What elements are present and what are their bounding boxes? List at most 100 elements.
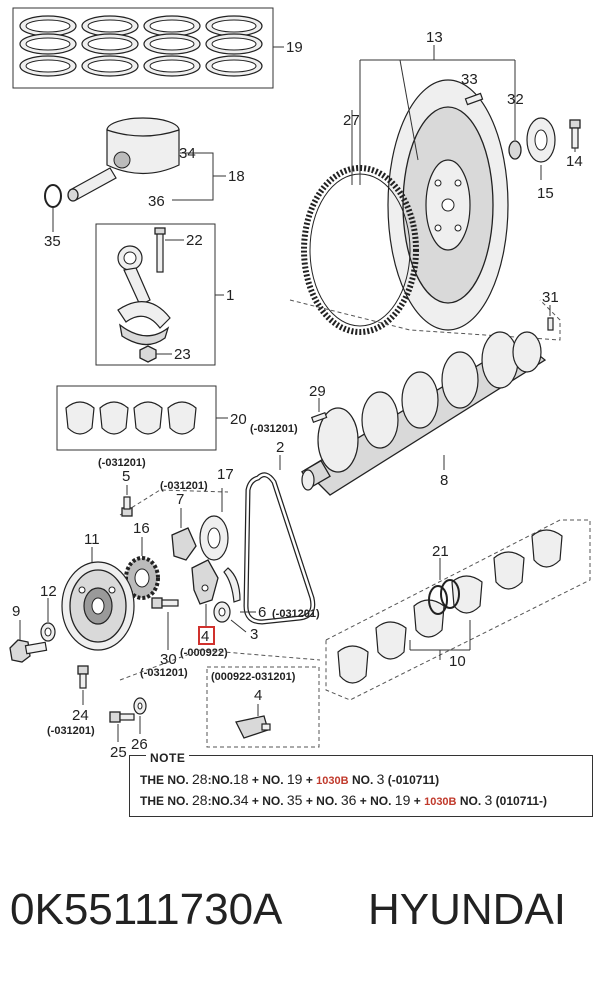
note2-n1: 28 <box>192 792 208 808</box>
callout-33: 33 <box>461 71 478 88</box>
callout-14: 14 <box>566 153 583 170</box>
note-title: NOTE <box>146 751 190 765</box>
note2-p4: + <box>413 794 421 808</box>
callout-6: 6 <box>258 604 266 621</box>
connecting-rod[interactable] <box>117 245 171 346</box>
variant-box <box>206 666 320 748</box>
date-031201-5: (-031201) <box>98 457 146 469</box>
callout-23: 23 <box>174 346 191 363</box>
callout-29: 29 <box>309 383 326 400</box>
callout-7: 7 <box>176 491 184 508</box>
flywheel-plate[interactable] <box>526 117 556 163</box>
note2-p3: + NO. <box>359 794 392 808</box>
flywheel-assembly[interactable] <box>387 79 509 331</box>
callout-12: 12 <box>40 583 57 600</box>
callout-24: 24 <box>72 707 89 724</box>
note2-p2: + NO. <box>305 794 338 808</box>
rod-nut[interactable] <box>139 345 157 363</box>
cover-bolt-25[interactable] <box>109 711 135 723</box>
flywheel-bolt[interactable] <box>569 119 581 149</box>
brand-name: HYUNDAI <box>368 885 567 934</box>
snap-ring[interactable] <box>44 184 62 208</box>
rod-bearing-set[interactable] <box>56 385 228 451</box>
date-000922: (-000922) <box>180 647 228 659</box>
pilot-bearing[interactable] <box>508 140 522 160</box>
note2-p1: + NO. <box>251 794 284 808</box>
main-bearing-set[interactable] <box>337 529 563 684</box>
callout-13: 13 <box>426 29 443 46</box>
date-031201-7: (-031201) <box>160 480 208 492</box>
note1-n3: 19 <box>286 771 303 787</box>
callout-1: 1 <box>226 287 234 304</box>
callout-17: 17 <box>217 466 234 483</box>
note2-n5: 19 <box>394 792 411 808</box>
callout-16: 16 <box>133 520 150 537</box>
note2-n6: 3 <box>484 792 493 808</box>
highlight-callout-4 <box>198 626 215 645</box>
callout-2: 2 <box>276 439 284 456</box>
callout-34: 34 <box>179 145 196 162</box>
callout-35: 35 <box>44 233 61 250</box>
callout-5: 5 <box>122 468 130 485</box>
callout-32: 32 <box>507 91 524 108</box>
callout-27: 27 <box>343 112 360 129</box>
crankshaft[interactable] <box>301 331 547 496</box>
rod-bolt[interactable] <box>154 227 166 273</box>
crank-key[interactable] <box>310 411 328 423</box>
crank-bolt[interactable] <box>9 639 48 663</box>
tensioner-bolt[interactable] <box>121 496 133 517</box>
tensioner-pulley[interactable] <box>213 601 231 623</box>
callout-20: 20 <box>230 411 247 428</box>
callout-4b: 4 <box>254 687 262 704</box>
callout-8: 8 <box>440 472 448 489</box>
piston-pin[interactable] <box>67 167 117 202</box>
callout-15: 15 <box>537 185 554 202</box>
sprocket-bolt[interactable] <box>151 597 179 609</box>
tensioner-bracket[interactable] <box>171 527 197 561</box>
callout-22: 22 <box>186 232 203 249</box>
note2-n3: 35 <box>286 792 303 808</box>
note2-code: 1030B <box>424 796 457 808</box>
note1-c1: :NO. <box>207 773 233 787</box>
callout-31: 31 <box>542 289 559 306</box>
piston-ring-set[interactable] <box>12 7 284 89</box>
timing-belt[interactable] <box>243 472 316 625</box>
callout-18: 18 <box>228 168 245 185</box>
cover-bolt-24[interactable] <box>77 665 89 689</box>
crankshaft-damper-pulley[interactable] <box>61 561 135 651</box>
note-line-2: THE NO. 28:NO.34 + NO. 35 + NO. 36 + NO.… <box>140 792 547 808</box>
note1-code: 1030B <box>316 775 349 787</box>
tensioner-variant[interactable] <box>235 715 271 739</box>
note1-n1: 28 <box>192 771 208 787</box>
callout-25: 25 <box>110 744 127 761</box>
date-000922-031201: (000922-031201) <box>211 671 296 683</box>
piston[interactable] <box>106 117 180 174</box>
callout-11: 11 <box>84 531 100 548</box>
callout-3: 3 <box>250 626 258 643</box>
idler-pulley[interactable] <box>199 515 229 561</box>
thrust-washers[interactable] <box>428 579 460 615</box>
date-031201-top: (-031201) <box>250 423 298 435</box>
cover-washer-26[interactable] <box>133 697 147 715</box>
callout-4: 4 <box>201 628 209 645</box>
note2-pre: THE NO. <box>140 794 189 808</box>
date-031201-24: (-031201) <box>47 725 95 737</box>
callout-30: 30 <box>160 651 177 668</box>
note-box <box>129 755 593 817</box>
callout-21: 21 <box>432 543 449 560</box>
callout-19: 19 <box>286 39 303 56</box>
note1-p2: + <box>305 773 313 787</box>
dowel-pin[interactable] <box>547 317 554 331</box>
crank-washer[interactable] <box>40 622 56 642</box>
note1-n4: 3 <box>376 771 385 787</box>
tensioner-arm-guide[interactable] <box>223 567 241 603</box>
callout-26: 26 <box>131 736 148 753</box>
note2-p5: NO. <box>459 794 482 808</box>
note1-p1: + NO. <box>251 773 284 787</box>
callout-9: 9 <box>12 603 20 620</box>
exploded-parts-diagram: 19 13 33 27 32 14 15 <box>9 7 591 761</box>
flywheel-bolt-pin[interactable] <box>464 92 484 106</box>
belt-tensioner[interactable] <box>191 559 219 605</box>
note1-tail: (-010711) <box>387 773 440 787</box>
part-number: 0K55111730A <box>10 885 283 934</box>
